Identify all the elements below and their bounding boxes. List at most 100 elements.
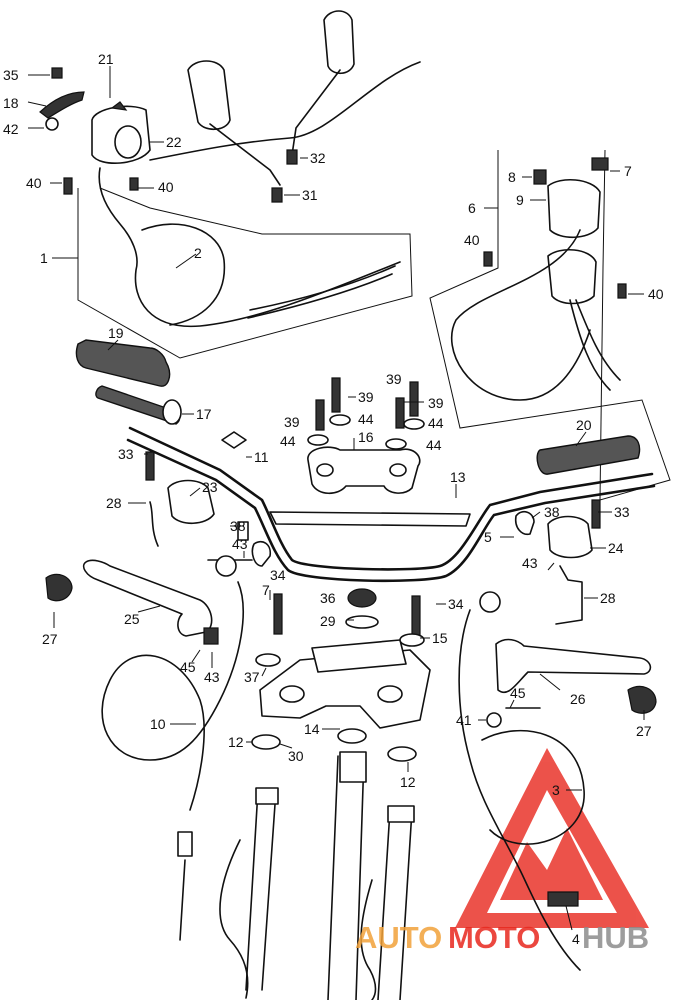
callout-26: 26 <box>570 691 586 707</box>
right-switch-assembly <box>429 149 671 501</box>
watermark-text-moto: MOTO <box>448 920 540 955</box>
callout-17: 17 <box>196 406 212 422</box>
bolt-33a <box>145 451 155 481</box>
left-switch-frame <box>77 187 413 359</box>
callout-1: 1 <box>40 250 48 266</box>
watermark-triangle-icon <box>455 748 649 928</box>
callout-38-left: 38 <box>230 518 246 534</box>
callout-37: 37 <box>244 669 260 685</box>
callout-45-left: 45 <box>180 659 196 675</box>
switch-7 <box>591 157 609 171</box>
callout-4: 4 <box>572 931 580 947</box>
callout-16: 16 <box>358 429 374 445</box>
callout-43-left: 43 <box>232 536 248 552</box>
screw-8 <box>533 169 547 185</box>
switch-knob <box>110 101 128 111</box>
watermark-text: AUTO MOTO HUB <box>355 920 649 955</box>
throttle-cable <box>458 609 581 971</box>
left-grip-19 <box>75 339 171 387</box>
callout-18: 18 <box>3 95 19 111</box>
washer-12a <box>251 734 281 750</box>
callout-7-lower: 7 <box>262 582 270 598</box>
switch-harness <box>98 167 401 328</box>
callout-44c: 44 <box>280 433 296 449</box>
lever-cover-27a <box>45 573 73 602</box>
callout-7: 7 <box>624 163 632 179</box>
lower-holder <box>311 639 407 673</box>
bolt-39d <box>409 381 419 417</box>
right-lever-assembly <box>458 499 657 971</box>
clutch-lever-25 <box>82 559 213 637</box>
callout-28-left: 28 <box>106 495 122 511</box>
callout-33-right: 33 <box>614 504 630 520</box>
callout-34-right: 34 <box>448 596 464 612</box>
master-cylinder-24 <box>547 515 593 559</box>
callout-42: 42 <box>3 121 19 137</box>
washer-15 <box>399 633 425 647</box>
callout-19: 19 <box>108 325 124 341</box>
bolt-34a <box>273 593 283 635</box>
screw-40 <box>63 177 73 195</box>
callout-15: 15 <box>432 630 448 646</box>
leader-lines <box>27 66 645 931</box>
callout-23: 23 <box>202 479 218 495</box>
callout-32: 32 <box>310 150 326 166</box>
callout-41: 41 <box>456 712 472 728</box>
steering-stem <box>251 588 431 762</box>
callout-13: 13 <box>450 469 466 485</box>
callout-10: 10 <box>150 716 166 732</box>
callout-9: 9 <box>516 192 524 208</box>
handlebar-brace <box>269 511 471 527</box>
callout-22: 22 <box>166 134 182 150</box>
callout-21: 21 <box>98 51 114 67</box>
bolt-32 <box>286 149 298 165</box>
callout-30: 30 <box>288 748 304 764</box>
callout-39d: 39 <box>284 414 300 430</box>
left-mirror <box>187 60 231 131</box>
callout-6: 6 <box>468 200 476 216</box>
cable-boot <box>177 831 193 857</box>
callout-labels: 35 21 18 42 22 32 40 40 31 1 2 8 7 6 9 4… <box>3 51 664 947</box>
bolt-34b <box>411 595 421 637</box>
callout-3: 3 <box>552 782 560 798</box>
callout-40-mid: 40 <box>158 179 174 195</box>
stem-nut-36 <box>347 588 377 608</box>
bolt-39a <box>331 377 341 413</box>
callout-12-left: 12 <box>228 734 244 750</box>
callout-8: 8 <box>508 169 516 185</box>
switch-bore <box>114 125 142 159</box>
cable-adjuster-r <box>479 591 501 613</box>
callout-28-right: 28 <box>600 590 616 606</box>
cable-adjuster <box>215 555 237 577</box>
bolt-39b <box>315 399 325 431</box>
callout-20: 20 <box>576 417 592 433</box>
callout-44b: 44 <box>428 415 444 431</box>
throttle-collar <box>162 399 182 425</box>
brake-lever-26 <box>495 638 652 694</box>
clamp-11 <box>221 431 247 449</box>
callout-45-right: 45 <box>510 685 526 701</box>
watermark-text-hub: HUB <box>582 920 649 955</box>
screw-40b <box>129 177 139 191</box>
callout-39b: 39 <box>386 371 402 387</box>
callout-44d: 44 <box>426 437 442 453</box>
clutch-cable-10 <box>101 581 244 811</box>
callout-27-left: 27 <box>42 631 58 647</box>
callout-29: 29 <box>320 613 336 629</box>
callout-14: 14 <box>304 721 320 737</box>
bolt-39c <box>395 397 405 429</box>
callout-2: 2 <box>194 245 202 261</box>
callout-38-right: 38 <box>544 504 560 520</box>
left-lever-assembly <box>45 451 272 941</box>
screw-35 <box>51 67 63 79</box>
washer-29 <box>345 615 379 629</box>
callout-43-right: 43 <box>522 555 538 571</box>
bracket-28 <box>149 501 159 547</box>
lever-cover-27b <box>627 685 657 714</box>
handlebar-13 <box>126 426 656 583</box>
callout-31: 31 <box>302 187 318 203</box>
screw-40d <box>617 283 627 299</box>
washer-37 <box>255 653 281 667</box>
callout-39c: 39 <box>428 395 444 411</box>
